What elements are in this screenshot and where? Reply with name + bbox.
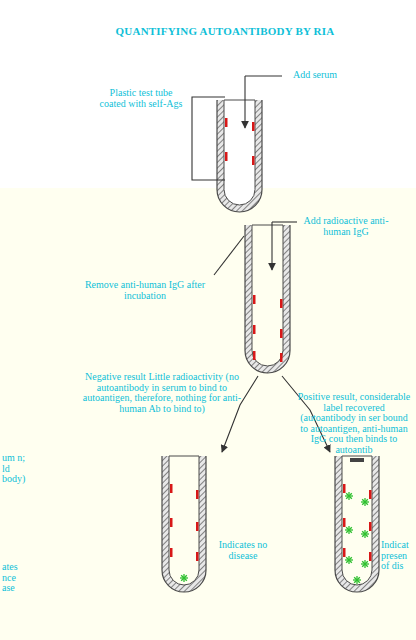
self-antigen bbox=[225, 152, 228, 161]
cut-off-text: um n; ld body) bbox=[2, 453, 32, 485]
self-antigen bbox=[369, 490, 372, 499]
step-label: Add serum bbox=[285, 70, 345, 81]
self-antigen bbox=[343, 484, 346, 493]
self-antigen bbox=[196, 522, 199, 531]
radioactive-label bbox=[181, 575, 187, 581]
radioactive-label bbox=[346, 493, 352, 499]
positive-tube bbox=[335, 456, 379, 592]
self-antigen bbox=[170, 548, 173, 557]
leader-line bbox=[245, 75, 282, 76]
tube-wall bbox=[335, 456, 379, 592]
self-antigen bbox=[170, 518, 173, 527]
cream-ground bbox=[0, 188, 416, 640]
self-antigen bbox=[252, 156, 255, 165]
radioactive-label bbox=[362, 499, 368, 505]
leader-line bbox=[272, 221, 297, 222]
self-antigen bbox=[196, 552, 199, 561]
result-note: Positive result, considerable label reco… bbox=[296, 392, 412, 455]
radioactive-label bbox=[354, 577, 360, 583]
tube-inside bbox=[252, 225, 283, 366]
step-label: Remove anti-human IgG after incubation bbox=[70, 280, 220, 301]
self-antigen bbox=[170, 484, 173, 493]
outcome-label: Indicates no disease bbox=[208, 540, 278, 561]
negative-tube bbox=[162, 456, 206, 592]
result-note: Negative result Little radioactivity (no… bbox=[72, 372, 252, 414]
self-antigen bbox=[280, 329, 283, 338]
tube-wall bbox=[217, 100, 262, 212]
tube-mark bbox=[350, 458, 364, 462]
self-antigen bbox=[280, 353, 283, 362]
cut-off-text: ates nce ase bbox=[2, 562, 30, 594]
self-antigen bbox=[280, 299, 283, 308]
self-antigen bbox=[343, 548, 346, 557]
add-arrow bbox=[271, 222, 272, 270]
coated-test-tube bbox=[217, 100, 262, 212]
self-antigen bbox=[369, 522, 372, 531]
tube-wall bbox=[162, 456, 206, 592]
self-antigen bbox=[225, 118, 228, 127]
self-antigen bbox=[369, 552, 372, 561]
tube-inside bbox=[342, 456, 372, 585]
incubation-tube bbox=[245, 225, 290, 373]
self-antigen bbox=[343, 518, 346, 527]
tube-label: Plastic test tube coated with self-Ags bbox=[96, 88, 186, 109]
title: QUANTIFYING AUTOANTIBODY BY RIA bbox=[40, 26, 410, 38]
radioactive-label bbox=[346, 557, 352, 563]
tube-wall bbox=[245, 225, 290, 373]
step-label: Add radioactive anti-human IgG bbox=[300, 216, 392, 237]
self-antigen bbox=[196, 490, 199, 499]
tube-inside bbox=[224, 100, 255, 205]
self-antigen bbox=[253, 351, 256, 360]
self-antigen bbox=[253, 295, 256, 304]
leader-line bbox=[214, 236, 244, 275]
outcome-label: Indicat presen of dis bbox=[381, 540, 414, 572]
radioactive-label bbox=[346, 527, 352, 533]
tube-inside bbox=[169, 456, 199, 585]
self-antigen bbox=[253, 325, 256, 334]
radioactive-label bbox=[362, 561, 368, 567]
bracket bbox=[192, 97, 225, 180]
self-antigen bbox=[252, 122, 255, 131]
branch-arrow bbox=[222, 376, 258, 452]
add-arrow bbox=[244, 76, 245, 128]
radioactive-label bbox=[362, 531, 368, 537]
